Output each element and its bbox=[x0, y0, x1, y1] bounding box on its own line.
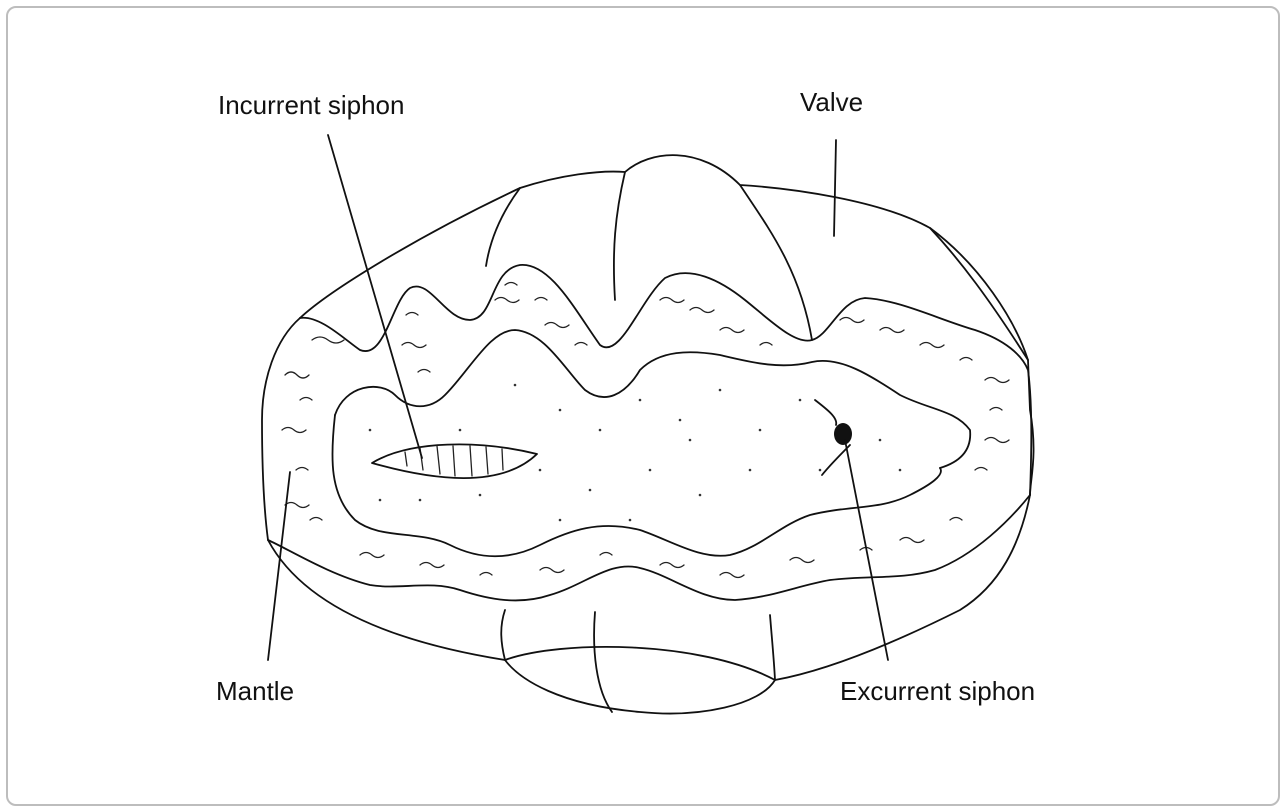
leader-valve bbox=[834, 140, 836, 236]
shell-valve bbox=[268, 155, 1034, 713]
leader-excurrent-siphon bbox=[845, 440, 888, 660]
label-excurrent-siphon: Excurrent siphon bbox=[840, 676, 1035, 706]
mantle bbox=[262, 265, 1031, 601]
label-valve: Valve bbox=[800, 87, 863, 117]
label-mantle: Mantle bbox=[216, 676, 294, 706]
leader-lines bbox=[268, 135, 888, 660]
leader-incurrent-siphon bbox=[328, 135, 422, 458]
excurrent-siphon bbox=[815, 400, 852, 475]
incurrent-siphon bbox=[372, 444, 537, 478]
label-incurrent-siphon: Incurrent siphon bbox=[218, 90, 404, 120]
